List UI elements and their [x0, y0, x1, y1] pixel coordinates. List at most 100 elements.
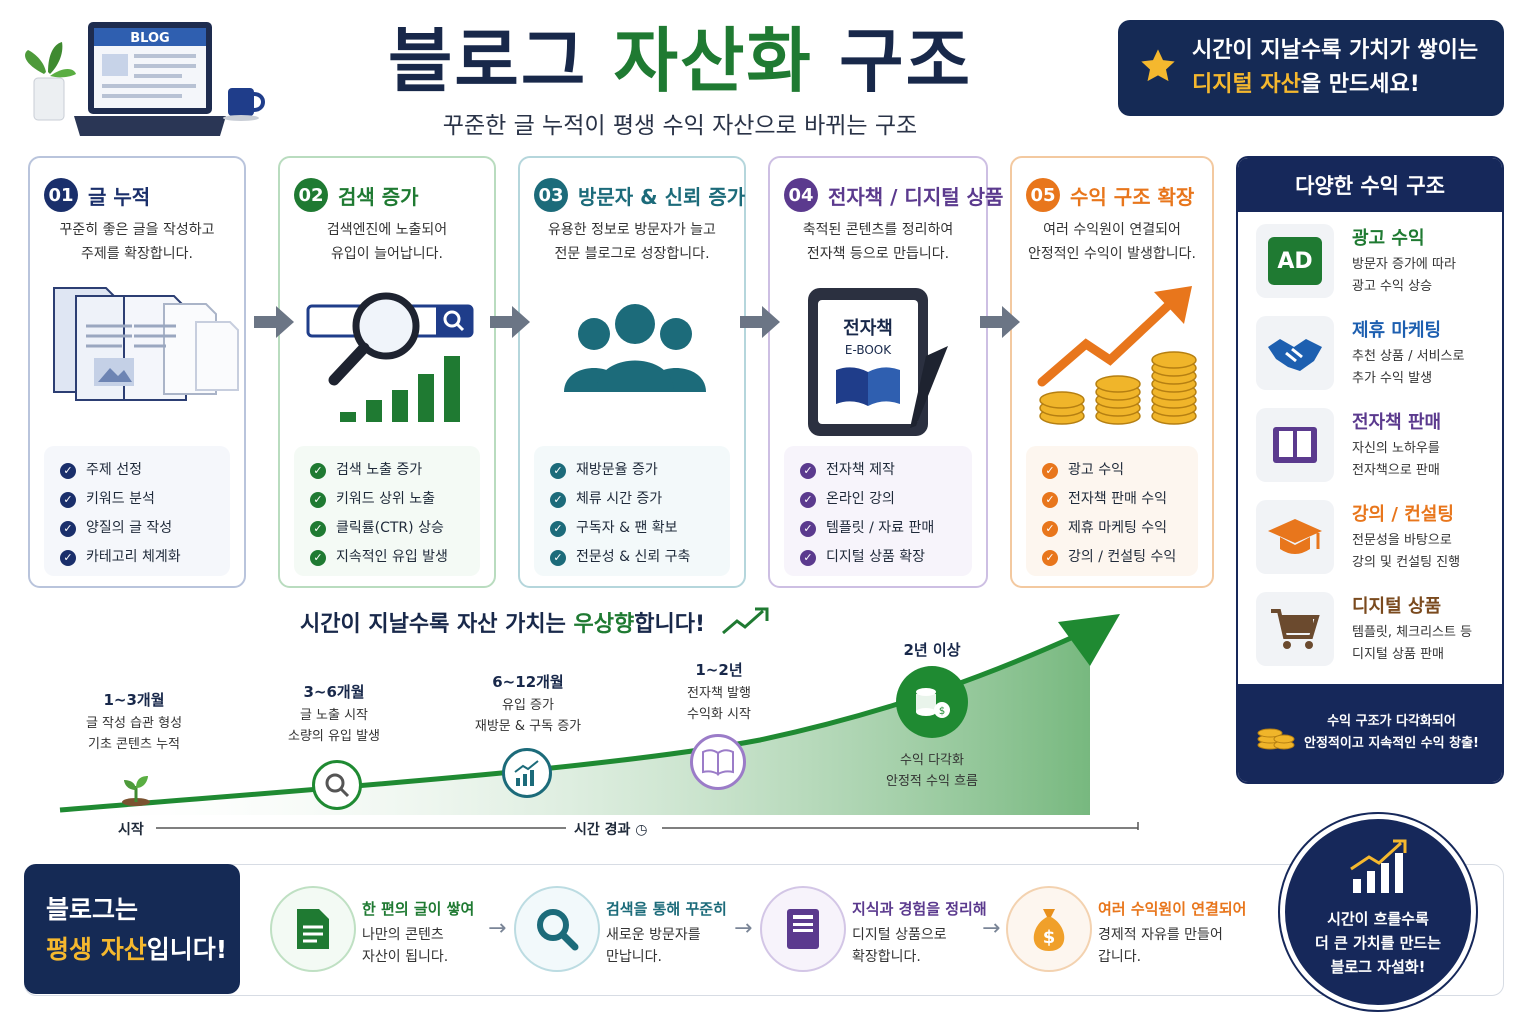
checklist-item: ✓강의 / 컨설팅 수익: [1042, 543, 1198, 572]
laptop-illustration: BLOG: [14, 14, 274, 144]
open-book-icon: [690, 734, 746, 790]
handshake-icon: [1256, 316, 1334, 390]
step-checklist: ✓재방문율 증가✓체류 시간 증가✓구독자 & 팬 확보✓전문성 & 신뢰 구축: [534, 446, 730, 576]
header-callout: 시간이 지날수록 가치가 쌓이는 디지털 자산을 만드세요!: [1118, 20, 1504, 116]
check-icon: ✓: [60, 549, 76, 566]
search-growth-icon: [300, 290, 480, 426]
checklist-item: ✓전자책 제작: [800, 456, 972, 485]
ebook-tablet-icon: 전자책 E-BOOK: [806, 286, 956, 438]
step-title: 글 누적: [88, 184, 151, 209]
step-arrow-icon: [978, 300, 1022, 344]
step-number-badge: 05: [1026, 178, 1060, 212]
svg-text:$: $: [939, 706, 945, 717]
check-icon: ✓: [1042, 462, 1058, 479]
axis-label: 시간 경과 ◷: [574, 822, 648, 838]
step-number-badge: 04: [784, 178, 818, 212]
check-icon: ✓: [550, 520, 566, 537]
svg-text:$: $: [1043, 927, 1056, 948]
check-icon: ✓: [310, 462, 326, 479]
lifetime-asset-banner: 블로그는 평생 자산입니다!: [24, 864, 240, 994]
checklist-item: ✓디지털 상품 확장: [800, 543, 972, 572]
rising-chart-icon: [1349, 839, 1411, 899]
step-number-badge: 01: [44, 178, 78, 212]
revenue-growth-icon: [1036, 282, 1202, 432]
checklist-item: ✓온라인 강의: [800, 485, 972, 514]
axis-start-label: 시작: [118, 822, 144, 838]
step-title: 검색 증가: [338, 184, 419, 209]
step-title: 방문자 & 신뢰 증가: [578, 184, 746, 209]
check-icon: ✓: [310, 549, 326, 566]
check-icon: ✓: [550, 462, 566, 479]
step-arrow-icon: [488, 300, 532, 344]
chevron-right-icon: →: [734, 916, 753, 941]
cart-icon: [1256, 592, 1334, 666]
magnifier-icon: [514, 886, 600, 972]
checklist-item: ✓카테고리 체계화: [60, 543, 230, 572]
check-icon: ✓: [60, 491, 76, 508]
step-title: 전자책 / 디지털 상품: [828, 184, 1004, 209]
check-icon: ✓: [310, 520, 326, 537]
step-title: 수익 구조 확장: [1070, 184, 1195, 209]
check-icon: ✓: [550, 549, 566, 566]
checklist-item: ✓광고 수익: [1042, 456, 1198, 485]
ad-icon: AD: [1256, 224, 1334, 298]
checklist-item: ✓구독자 & 팬 확보: [550, 514, 730, 543]
page-subtitle: 꾸준한 글 누적이 평생 수익 자산으로 바뀌는 구조: [442, 113, 918, 139]
step-arrow-icon: [738, 300, 782, 344]
checklist-item: ✓전문성 & 신뢰 구축: [550, 543, 730, 572]
checklist-item: ✓양질의 글 작성: [60, 514, 230, 543]
money-bag-icon: $: [1006, 886, 1092, 972]
check-icon: ✓: [60, 520, 76, 537]
checklist-item: ✓키워드 상위 노출: [310, 485, 480, 514]
check-icon: ✓: [1042, 520, 1058, 537]
step-number-badge: 03: [534, 178, 568, 212]
checklist-item: ✓재방문율 증가: [550, 456, 730, 485]
coins-icon: [1256, 711, 1296, 755]
checklist-item: ✓전자책 판매 수익: [1042, 485, 1198, 514]
visitors-group-icon: [560, 300, 710, 400]
check-icon: ✓: [800, 520, 816, 537]
checklist-item: ✓지속적인 유입 발생: [310, 543, 480, 572]
document-icon: [270, 886, 356, 972]
checklist-item: ✓템플릿 / 자료 판매: [800, 514, 972, 543]
svg-text:BLOG: BLOG: [130, 31, 169, 46]
sprout-icon: [116, 768, 156, 812]
step-number-badge: 02: [294, 178, 328, 212]
chevron-right-icon: →: [982, 916, 1001, 941]
chart-growth-icon: [502, 748, 552, 798]
clock-icon: ◷: [635, 822, 648, 838]
step-checklist: ✓검색 노출 증가✓키워드 상위 노출✓클릭률(CTR) 상승✓지속적인 유입 …: [294, 446, 480, 576]
check-icon: ✓: [60, 462, 76, 479]
checklist-item: ✓클릭률(CTR) 상승: [310, 514, 480, 543]
svg-text:전자책: 전자책: [843, 318, 893, 339]
step-checklist: ✓전자책 제작✓온라인 강의✓템플릿 / 자료 판매✓디지털 상품 확장: [784, 446, 972, 576]
step-arrow-icon: [252, 300, 296, 344]
check-icon: ✓: [550, 491, 566, 508]
check-icon: ✓: [800, 491, 816, 508]
search-icon: [312, 760, 362, 810]
check-icon: ✓: [800, 462, 816, 479]
book-icon: [1256, 408, 1334, 482]
timeline-heading: 시간이 지날수록 자산 가치는 우상향합니다!: [300, 606, 771, 643]
check-icon: ✓: [800, 549, 816, 566]
checklist-item: ✓주제 선정: [60, 456, 230, 485]
trend-up-icon: [721, 607, 771, 643]
checklist-item: ✓체류 시간 증가: [550, 485, 730, 514]
step-checklist: ✓광고 수익✓전자책 판매 수익✓제휴 마케팅 수익✓강의 / 컨설팅 수익: [1026, 446, 1198, 576]
